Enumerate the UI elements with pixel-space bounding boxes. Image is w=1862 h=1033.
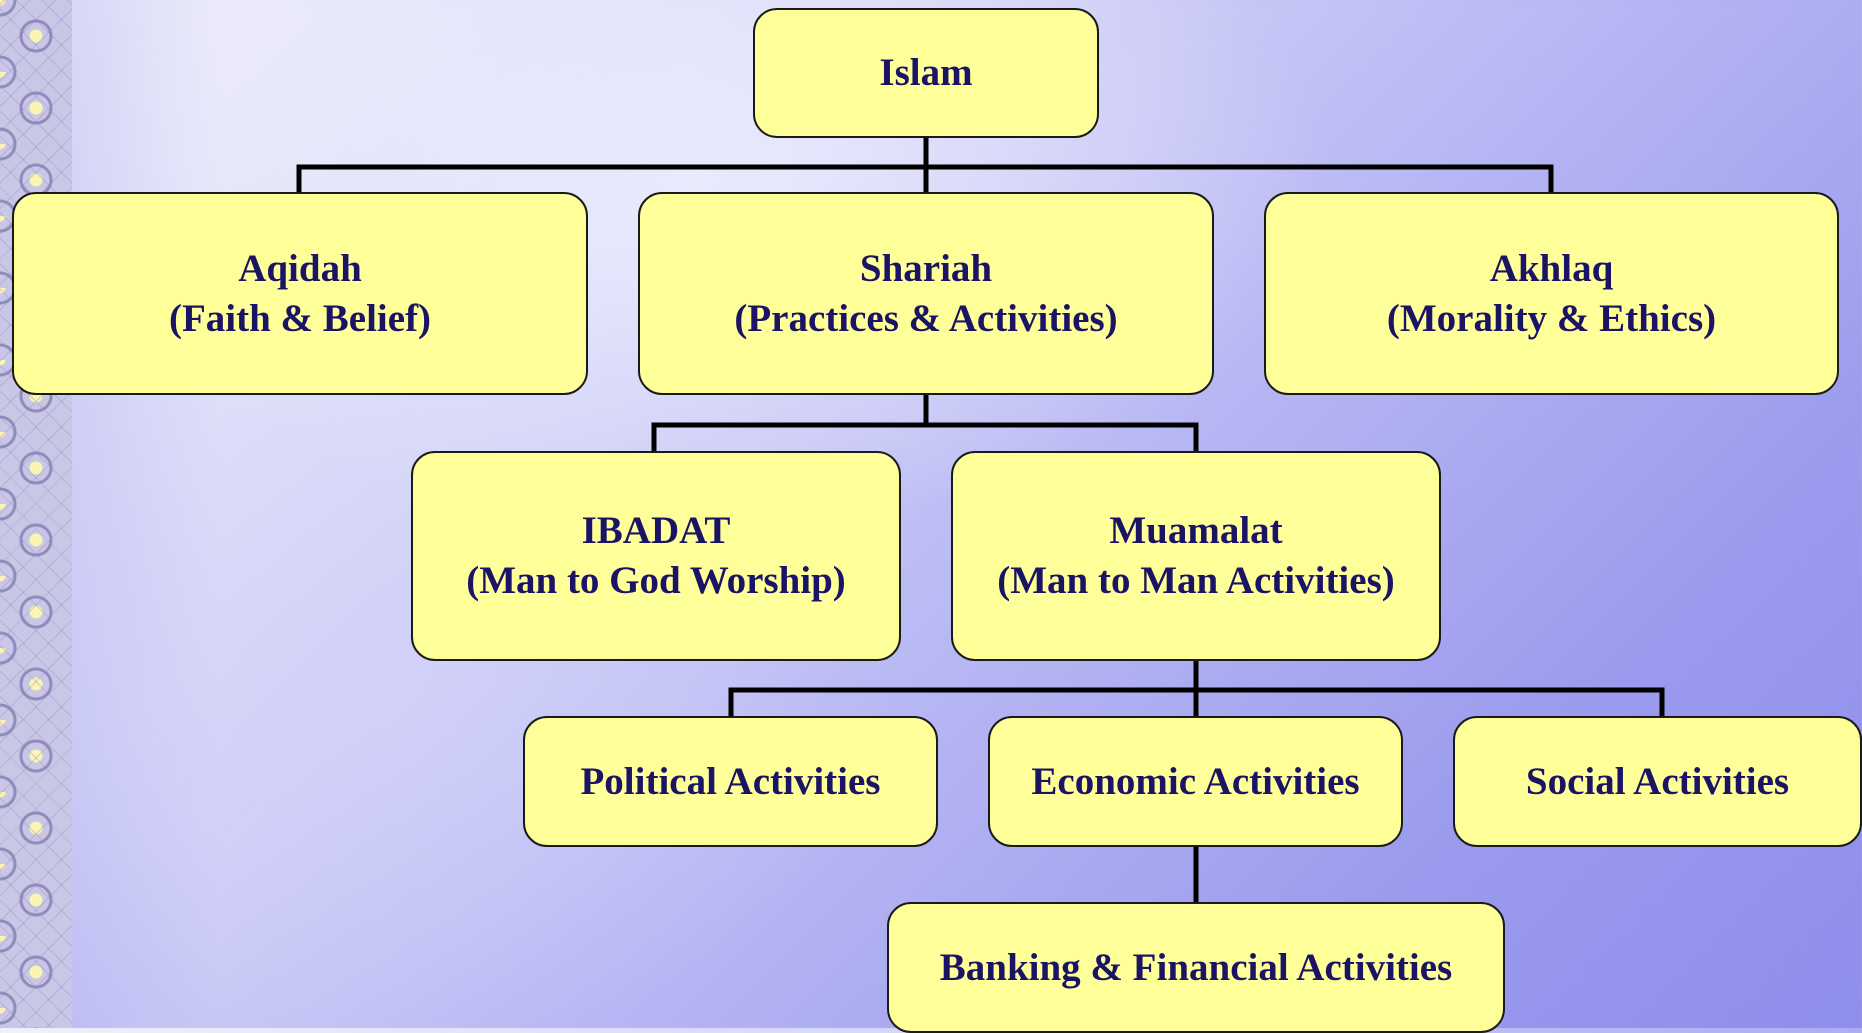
node-aqidah-title: Aqidah <box>238 246 362 290</box>
node-social-activities: Social Activities <box>1453 716 1862 847</box>
node-economic-label: Economic Activities <box>1031 759 1360 803</box>
node-ibadat-title: IBADAT <box>581 509 731 552</box>
node-ibadat-subtitle: (Man to God Worship) <box>466 559 846 602</box>
node-akhlaq-subtitle: (Morality & Ethics) <box>1386 296 1717 340</box>
node-political-activities: Political Activities <box>523 716 938 847</box>
node-shariah-subtitle: (Practices & Activities) <box>734 296 1118 340</box>
node-muamalat-title: Muamalat <box>1109 509 1283 552</box>
node-ibadat: IBADAT (Man to God Worship) <box>411 451 901 661</box>
node-banking-label: Banking & Financial Activities <box>939 945 1453 989</box>
node-banking-financial-activities: Banking & Financial Activities <box>887 902 1505 1033</box>
node-shariah-title: Shariah <box>859 246 993 290</box>
node-muamalat: Muamalat (Man to Man Activities) <box>951 451 1441 661</box>
node-muamalat-subtitle: (Man to Man Activities) <box>997 559 1395 602</box>
node-political-label: Political Activities <box>580 759 881 803</box>
node-akhlaq-title: Akhlaq <box>1489 246 1614 290</box>
node-aqidah-subtitle: (Faith & Belief) <box>168 296 432 340</box>
node-aqidah: Aqidah (Faith & Belief) <box>12 192 588 395</box>
node-islam-label: Islam <box>879 51 973 94</box>
node-akhlaq: Akhlaq (Morality & Ethics) <box>1264 192 1839 395</box>
node-islam: Islam <box>753 8 1099 138</box>
node-social-label: Social Activities <box>1525 759 1790 803</box>
node-shariah: Shariah (Practices & Activities) <box>638 192 1214 395</box>
node-economic-activities: Economic Activities <box>988 716 1403 847</box>
decorative-pattern-strip <box>0 0 72 1028</box>
